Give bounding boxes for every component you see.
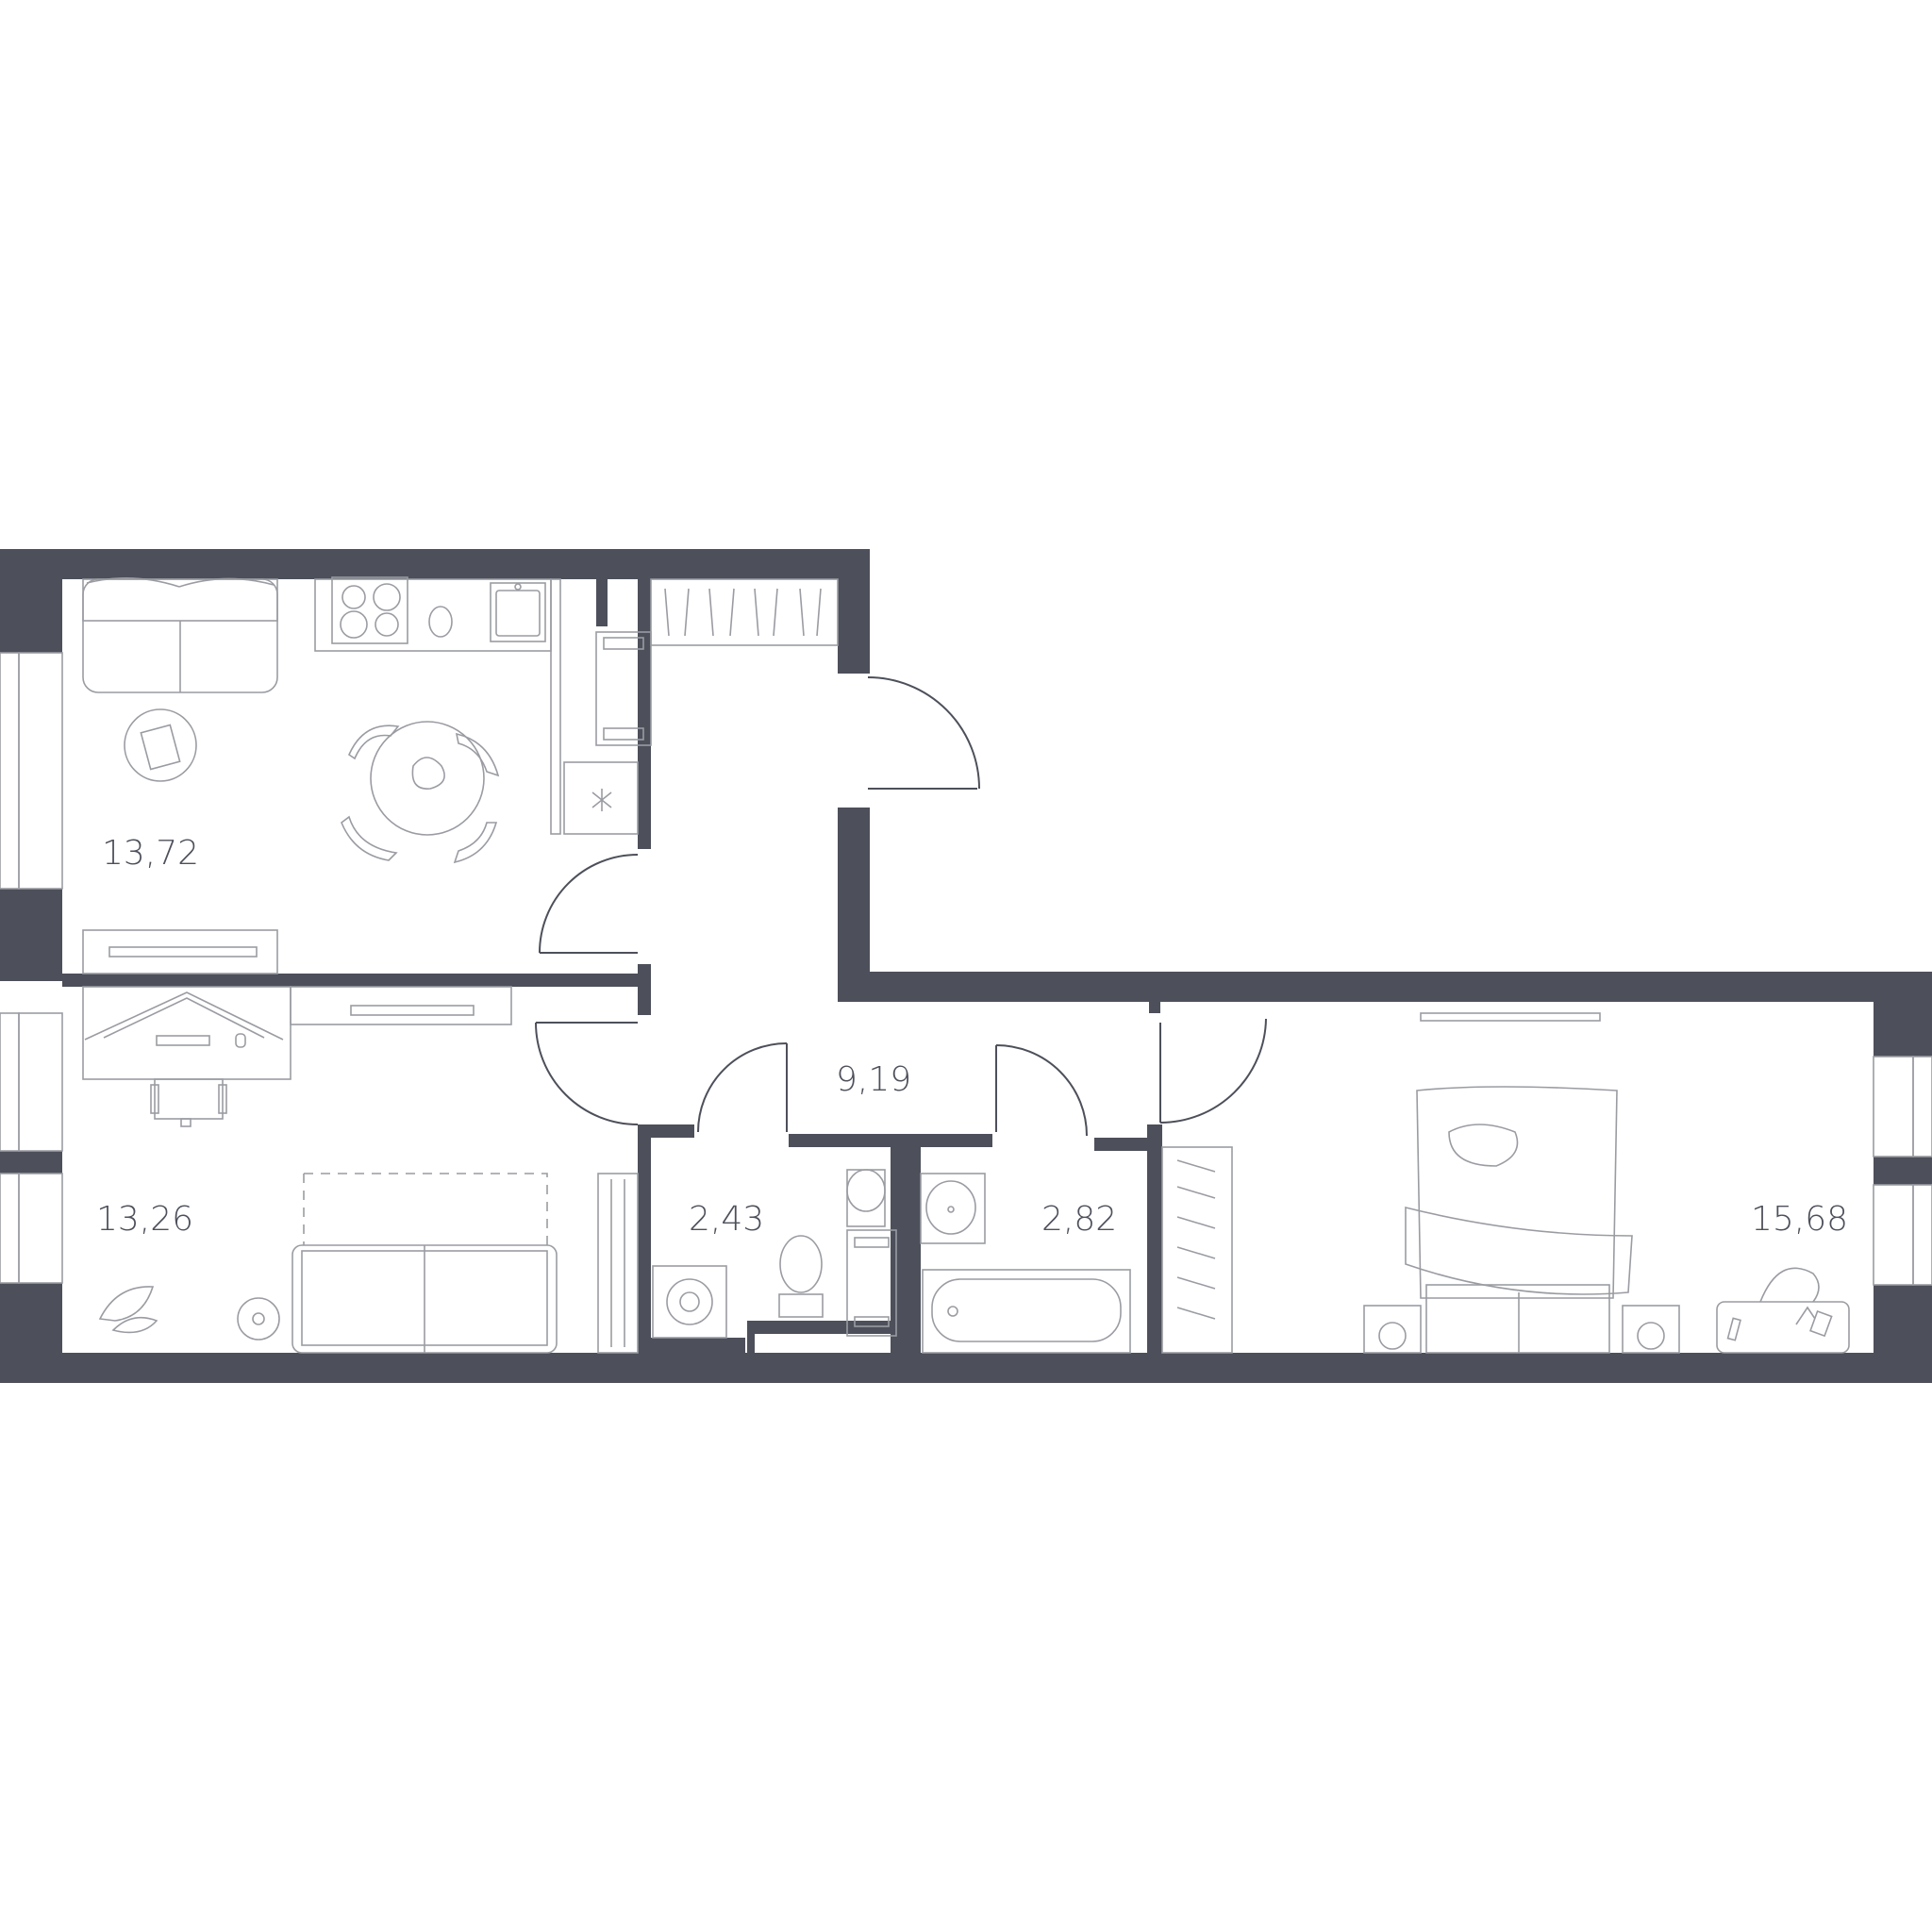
area-label-bedroom: 15,68 xyxy=(1751,1200,1848,1239)
toilet-icon xyxy=(779,1235,823,1293)
walls xyxy=(0,549,1932,1383)
dining-table-icon xyxy=(370,721,485,836)
washer-icon xyxy=(666,1278,713,1325)
bathroom-furniture xyxy=(920,1173,1131,1354)
chair-icon xyxy=(1759,1267,1820,1303)
area-label-hall: 9,19 xyxy=(836,1060,911,1099)
dog-icon xyxy=(1448,1124,1519,1167)
lamp-icon xyxy=(1378,1322,1407,1350)
sink-icon xyxy=(846,1169,886,1212)
lamp-icon xyxy=(1637,1322,1665,1350)
area-label-living: 13,26 xyxy=(96,1200,193,1239)
side-table-icon xyxy=(124,708,197,782)
bathtub-icon xyxy=(922,1269,1131,1354)
kitchen-furniture xyxy=(82,576,652,974)
area-label-wc: 2,43 xyxy=(689,1200,764,1239)
sink-icon xyxy=(925,1180,976,1235)
doors xyxy=(535,676,1267,1137)
plant-icon xyxy=(591,789,612,811)
windows xyxy=(0,652,1932,1286)
faucet-icon xyxy=(428,606,453,638)
plant-icon xyxy=(98,1286,158,1334)
living-furniture xyxy=(82,986,639,1354)
hall-wardrobe xyxy=(650,578,839,646)
area-label-bathroom: 2,82 xyxy=(1041,1200,1117,1239)
speaker-icon xyxy=(237,1297,280,1341)
area-label-kitchen: 13,72 xyxy=(102,834,199,873)
wc-furniture xyxy=(652,1169,897,1339)
bedroom-furniture xyxy=(1161,1012,1850,1354)
area-labels: 13,72 13,26 9,19 2,43 2,82 15,68 xyxy=(96,834,1848,1239)
